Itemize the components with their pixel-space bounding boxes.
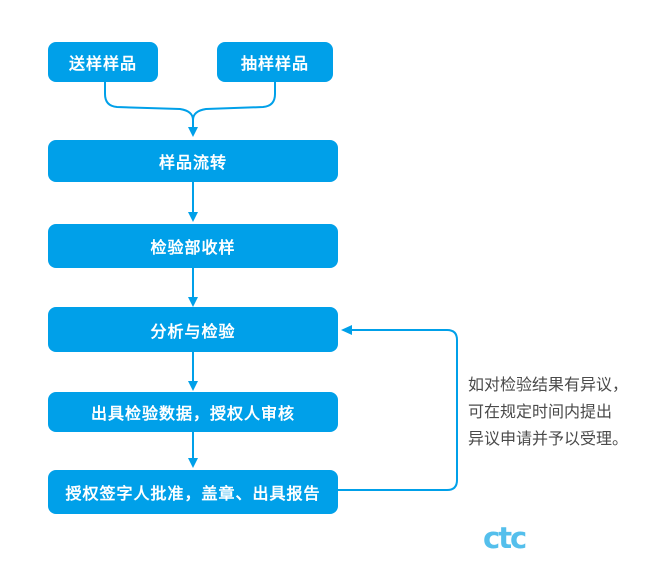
flow-node-sample-transfer: 样品流转 — [48, 140, 338, 182]
connector-merge-right — [192, 82, 276, 121]
ctc-logo: ctc — [483, 521, 527, 555]
objection-note-line: 异议申请并予以受理。 — [468, 429, 629, 448]
flow-node-approval-report: 授权签字人批准，盖章、出具报告 — [48, 470, 338, 514]
arrowhead-down-icon — [188, 381, 198, 391]
arrowhead-down-icon — [188, 212, 198, 222]
flow-node-analysis-testing: 分析与检验 — [48, 307, 338, 352]
objection-note-line: 可在规定时间内提出 — [468, 402, 613, 421]
arrowhead-down-icon — [188, 297, 198, 307]
connector-merge-left — [104, 82, 194, 121]
connector-objection-loop — [338, 329, 458, 491]
arrowhead-left-icon — [341, 325, 352, 335]
flow-node-sample-drawn: 抽样样品 — [217, 42, 333, 82]
flow-node-data-review: 出具检验数据，授权人审核 — [48, 392, 338, 432]
arrowhead-down-icon — [188, 458, 198, 468]
objection-note-line: 如对检验结果有异议， — [468, 375, 629, 394]
arrowhead-down-icon — [188, 127, 198, 137]
objection-note: 如对检验结果有异议， 可在规定时间内提出 异议申请并予以受理。 — [468, 371, 653, 452]
flow-node-inspection-intake: 检验部收样 — [48, 224, 338, 268]
flow-node-sample-submitted: 送样样品 — [48, 42, 158, 82]
